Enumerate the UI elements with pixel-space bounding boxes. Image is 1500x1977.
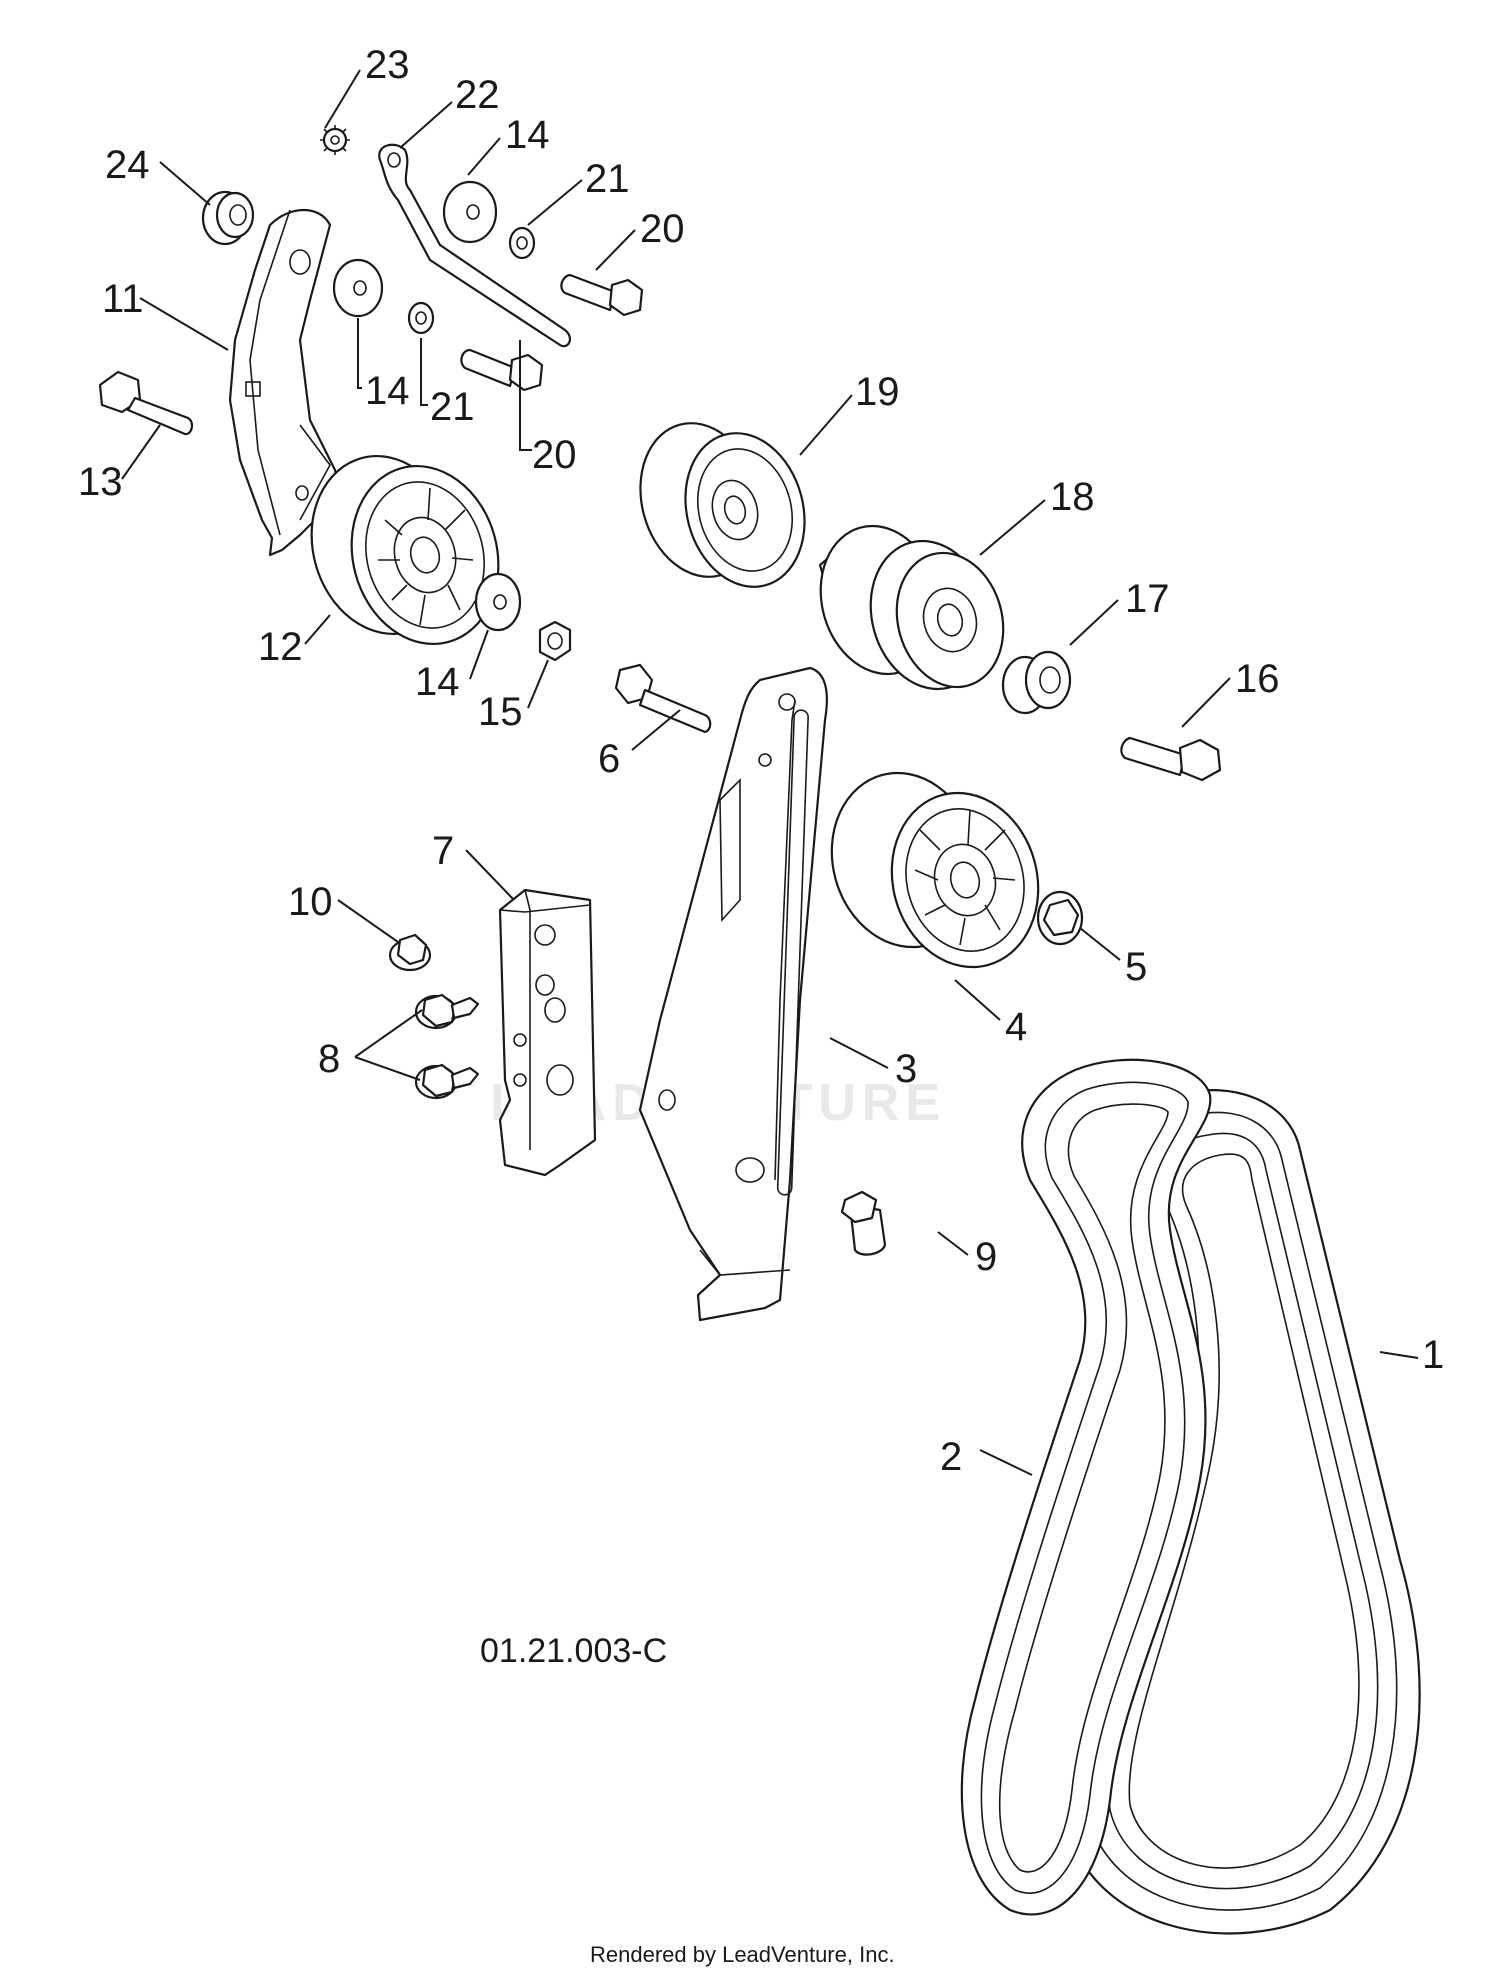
- bolt-6: [614, 663, 712, 734]
- callout-10: 10: [288, 880, 333, 924]
- belt-2: [960, 1058, 1212, 1916]
- nut-5: [1036, 890, 1084, 946]
- part-numbers: 1 2 3 4 5 6 7 8 9 10 11 12 13 14 14 14 1…: [78, 43, 1444, 1479]
- callout-14-middle: 14: [365, 369, 410, 413]
- callout-24: 24: [105, 143, 150, 187]
- callout-13: 13: [78, 460, 123, 504]
- callout-19: 19: [855, 370, 900, 414]
- callout-21-upper: 21: [585, 157, 630, 201]
- callout-15: 15: [478, 690, 523, 734]
- bushing-24: [201, 190, 255, 246]
- washer-14-top: [442, 180, 498, 244]
- callout-7: 7: [432, 829, 454, 873]
- idler-pulley-4: [830, 771, 1040, 969]
- bolt-16: [1120, 736, 1222, 782]
- callout-20-lower: 20: [532, 433, 577, 477]
- nut-15: [538, 620, 572, 662]
- callout-4: 4: [1005, 1005, 1027, 1049]
- callout-2: 2: [940, 1435, 962, 1479]
- flange-bolt-8-upper: [414, 993, 480, 1030]
- callout-20-upper: 20: [640, 207, 685, 251]
- callout-11: 11: [102, 277, 144, 321]
- spring-rod-22: [378, 143, 572, 348]
- bolt-20-upper: [560, 273, 644, 317]
- callout-14-top: 14: [505, 113, 550, 157]
- spacer-17: [1001, 650, 1072, 715]
- callout-9: 9: [975, 1235, 997, 1279]
- callout-23: 23: [365, 43, 410, 87]
- callout-3: 3: [895, 1047, 917, 1091]
- shoulder-bolt-9: [840, 1190, 887, 1256]
- callout-12: 12: [258, 625, 303, 669]
- idler-arm-11: [228, 209, 342, 557]
- flange-bolt-8-lower: [414, 1063, 480, 1100]
- callout-8: 8: [318, 1037, 340, 1081]
- v-pulley-19: [639, 422, 806, 588]
- star-washer-23: [320, 125, 350, 155]
- callout-18: 18: [1050, 475, 1095, 519]
- diagram-reference: 01.21.003-C: [480, 1632, 667, 1670]
- callout-21-lower: 21: [430, 385, 475, 429]
- washer-14-lower: [474, 572, 522, 632]
- mounting-bracket-3: [638, 666, 828, 1322]
- callout-1: 1: [1422, 1333, 1444, 1377]
- v-pulley-18: [818, 524, 1005, 691]
- washer-14-middle: [332, 258, 384, 318]
- bolt-20-lower: [460, 348, 544, 392]
- callout-16: 16: [1235, 657, 1280, 701]
- callout-14-lower: 14: [415, 660, 460, 704]
- idler-pulley-12: [310, 454, 500, 646]
- callout-22: 22: [455, 73, 500, 117]
- callout-6: 6: [598, 737, 620, 781]
- footer-credit: Rendered by LeadVenture, Inc.: [590, 1942, 895, 1967]
- bolt-13: [98, 370, 194, 436]
- spacer-plate-7: [498, 888, 597, 1177]
- callout-5: 5: [1125, 945, 1147, 989]
- callout-17: 17: [1125, 577, 1170, 621]
- lock-washer-21-lower: [407, 301, 435, 335]
- leader-lines: [121, 69, 1419, 1476]
- lock-washer-21-upper: [508, 226, 536, 260]
- flange-nut-10: [388, 933, 432, 972]
